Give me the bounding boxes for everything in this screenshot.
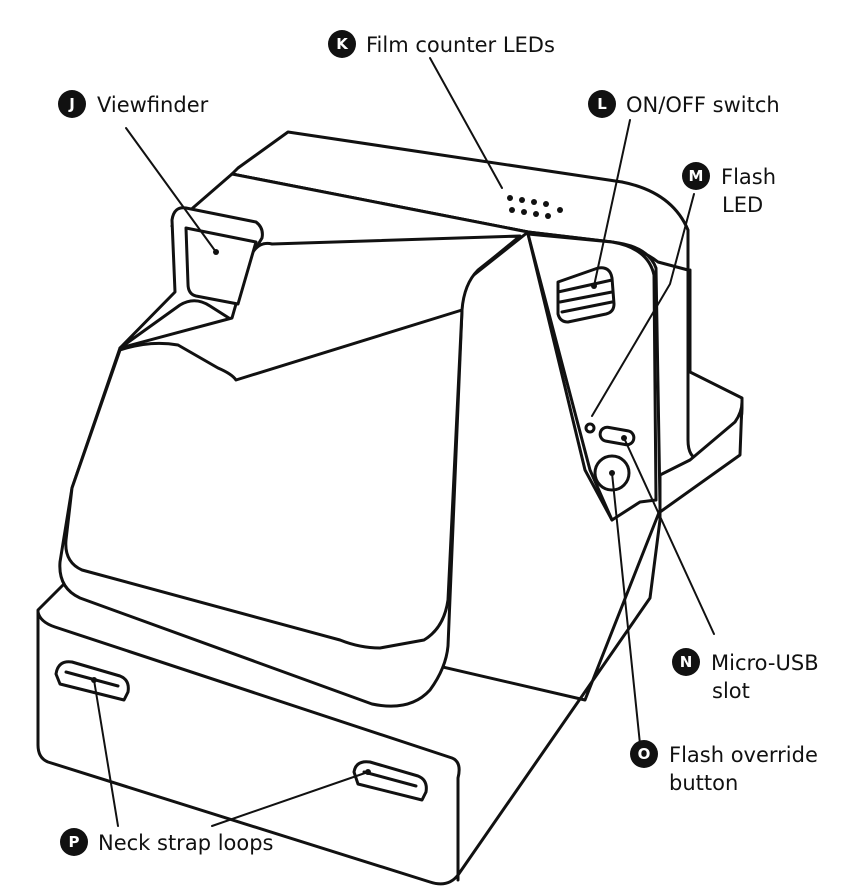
label-on-off-switch: ON/OFF switch xyxy=(626,93,780,117)
badge-j: J xyxy=(58,90,86,118)
film-led xyxy=(507,195,513,201)
film-led xyxy=(521,209,527,215)
base-right-block xyxy=(658,400,744,514)
film-led xyxy=(543,201,549,207)
label-micro-usb-line2: slot xyxy=(712,679,750,703)
leader-flash-override xyxy=(611,472,641,745)
callout-micro-usb: N Micro-USB slot xyxy=(672,648,819,703)
callout-flash-override: O Flash override button xyxy=(630,740,818,795)
svg-text:N: N xyxy=(680,653,693,671)
front-panel xyxy=(64,308,464,650)
label-viewfinder: Viewfinder xyxy=(97,93,209,117)
leader-strap-left xyxy=(93,679,119,827)
film-led xyxy=(533,211,539,217)
leader-viewfinder xyxy=(125,127,217,253)
film-led xyxy=(557,207,563,213)
neck-strap-loop-right xyxy=(352,760,428,802)
badge-o: O xyxy=(630,740,658,768)
viewfinder-window xyxy=(184,226,258,306)
svg-text:L: L xyxy=(597,95,607,113)
badge-l: L xyxy=(588,90,616,118)
callout-on-off-switch: L ON/OFF switch xyxy=(588,90,780,118)
flash-led xyxy=(584,422,596,434)
svg-text:P: P xyxy=(69,833,80,851)
label-film-counter: Film counter LEDs xyxy=(366,33,555,57)
label-flash-led-line1: Flash xyxy=(721,165,776,189)
callout-neck-strap: P Neck strap loops xyxy=(60,828,274,856)
label-neck-strap: Neck strap loops xyxy=(98,831,274,855)
badge-n: N xyxy=(672,648,700,676)
leader-film-counter xyxy=(429,57,503,189)
callout-film-counter: K Film counter LEDs xyxy=(328,30,555,58)
badge-m: M xyxy=(682,162,710,190)
svg-text:K: K xyxy=(336,35,349,53)
film-led xyxy=(519,197,525,203)
label-flash-override-line2: button xyxy=(669,771,738,795)
camera-illustration xyxy=(36,130,744,886)
micro-usb-slot xyxy=(598,425,636,447)
leader-lines xyxy=(91,57,715,827)
base-tray-top-edge xyxy=(36,610,461,882)
label-flash-override-line1: Flash override xyxy=(669,743,818,767)
label-flash-led-line2: LED xyxy=(722,193,763,217)
film-led xyxy=(545,213,551,219)
label-micro-usb-line1: Micro-USB xyxy=(711,651,819,675)
svg-text:J: J xyxy=(68,95,75,113)
leader-micro-usb xyxy=(623,437,715,635)
svg-text:M: M xyxy=(689,167,704,185)
callout-viewfinder: J Viewfinder xyxy=(58,90,209,118)
side-panel-edge xyxy=(526,232,614,522)
film-led xyxy=(531,199,537,205)
svg-text:O: O xyxy=(638,745,651,763)
leader-strap-right xyxy=(211,771,369,827)
badge-p: P xyxy=(60,828,88,856)
leader-on-off xyxy=(593,119,631,287)
callout-flash-led: M Flash LED xyxy=(682,162,776,217)
leader-flash-led xyxy=(591,193,695,417)
on-off-switch xyxy=(556,266,616,324)
badge-k: K xyxy=(328,30,356,58)
film-led xyxy=(509,207,515,213)
film-counter-leds xyxy=(507,195,563,219)
